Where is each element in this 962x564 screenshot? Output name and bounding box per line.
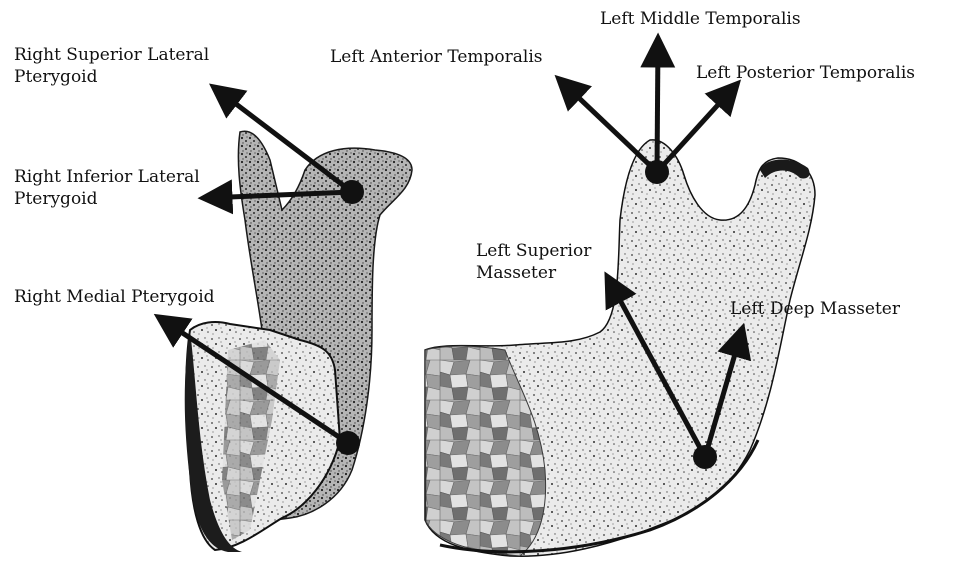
label-text: Left Anterior Temporalis <box>330 46 543 68</box>
label-line-1: Right Superior Lateral <box>14 44 209 66</box>
label-left-posterior-temporalis: Left Posterior Temporalis <box>696 62 915 84</box>
label-line-1: Right Inferior Lateral <box>14 166 200 188</box>
label-right-inferior-lateral-pterygoid: Right Inferior Lateral Pterygoid <box>14 166 200 210</box>
label-line-1: Left Superior <box>476 240 591 262</box>
label-right-superior-lateral-pterygoid: Right Superior Lateral Pterygoid <box>14 44 209 88</box>
arrow-right-superior-lateral-pterygoid <box>215 88 352 192</box>
label-left-middle-temporalis: Left Middle Temporalis <box>600 8 801 30</box>
label-left-anterior-temporalis: Left Anterior Temporalis <box>330 46 543 68</box>
label-left-deep-masseter: Left Deep Masseter <box>730 298 900 320</box>
point-right-condyle <box>340 180 364 204</box>
label-right-medial-pterygoid: Right Medial Pterygoid <box>14 286 215 308</box>
left-mandible <box>425 140 815 556</box>
label-line-2: Masseter <box>476 262 591 284</box>
point-left-angle <box>693 445 717 469</box>
label-text: Left Posterior Temporalis <box>696 62 915 84</box>
arrow-left-middle-temporalis <box>657 40 658 172</box>
label-text: Left Middle Temporalis <box>600 8 801 30</box>
arrow-left-posterior-temporalis <box>657 85 736 172</box>
label-left-superior-masseter: Left Superior Masseter <box>476 240 591 284</box>
point-right-angle <box>336 431 360 455</box>
label-line-2: Pterygoid <box>14 188 200 210</box>
arrow-left-anterior-temporalis <box>560 80 657 172</box>
label-text: Right Medial Pterygoid <box>14 286 215 308</box>
label-text: Left Deep Masseter <box>730 298 900 320</box>
label-line-2: Pterygoid <box>14 66 209 88</box>
point-left-coronoid <box>645 160 669 184</box>
